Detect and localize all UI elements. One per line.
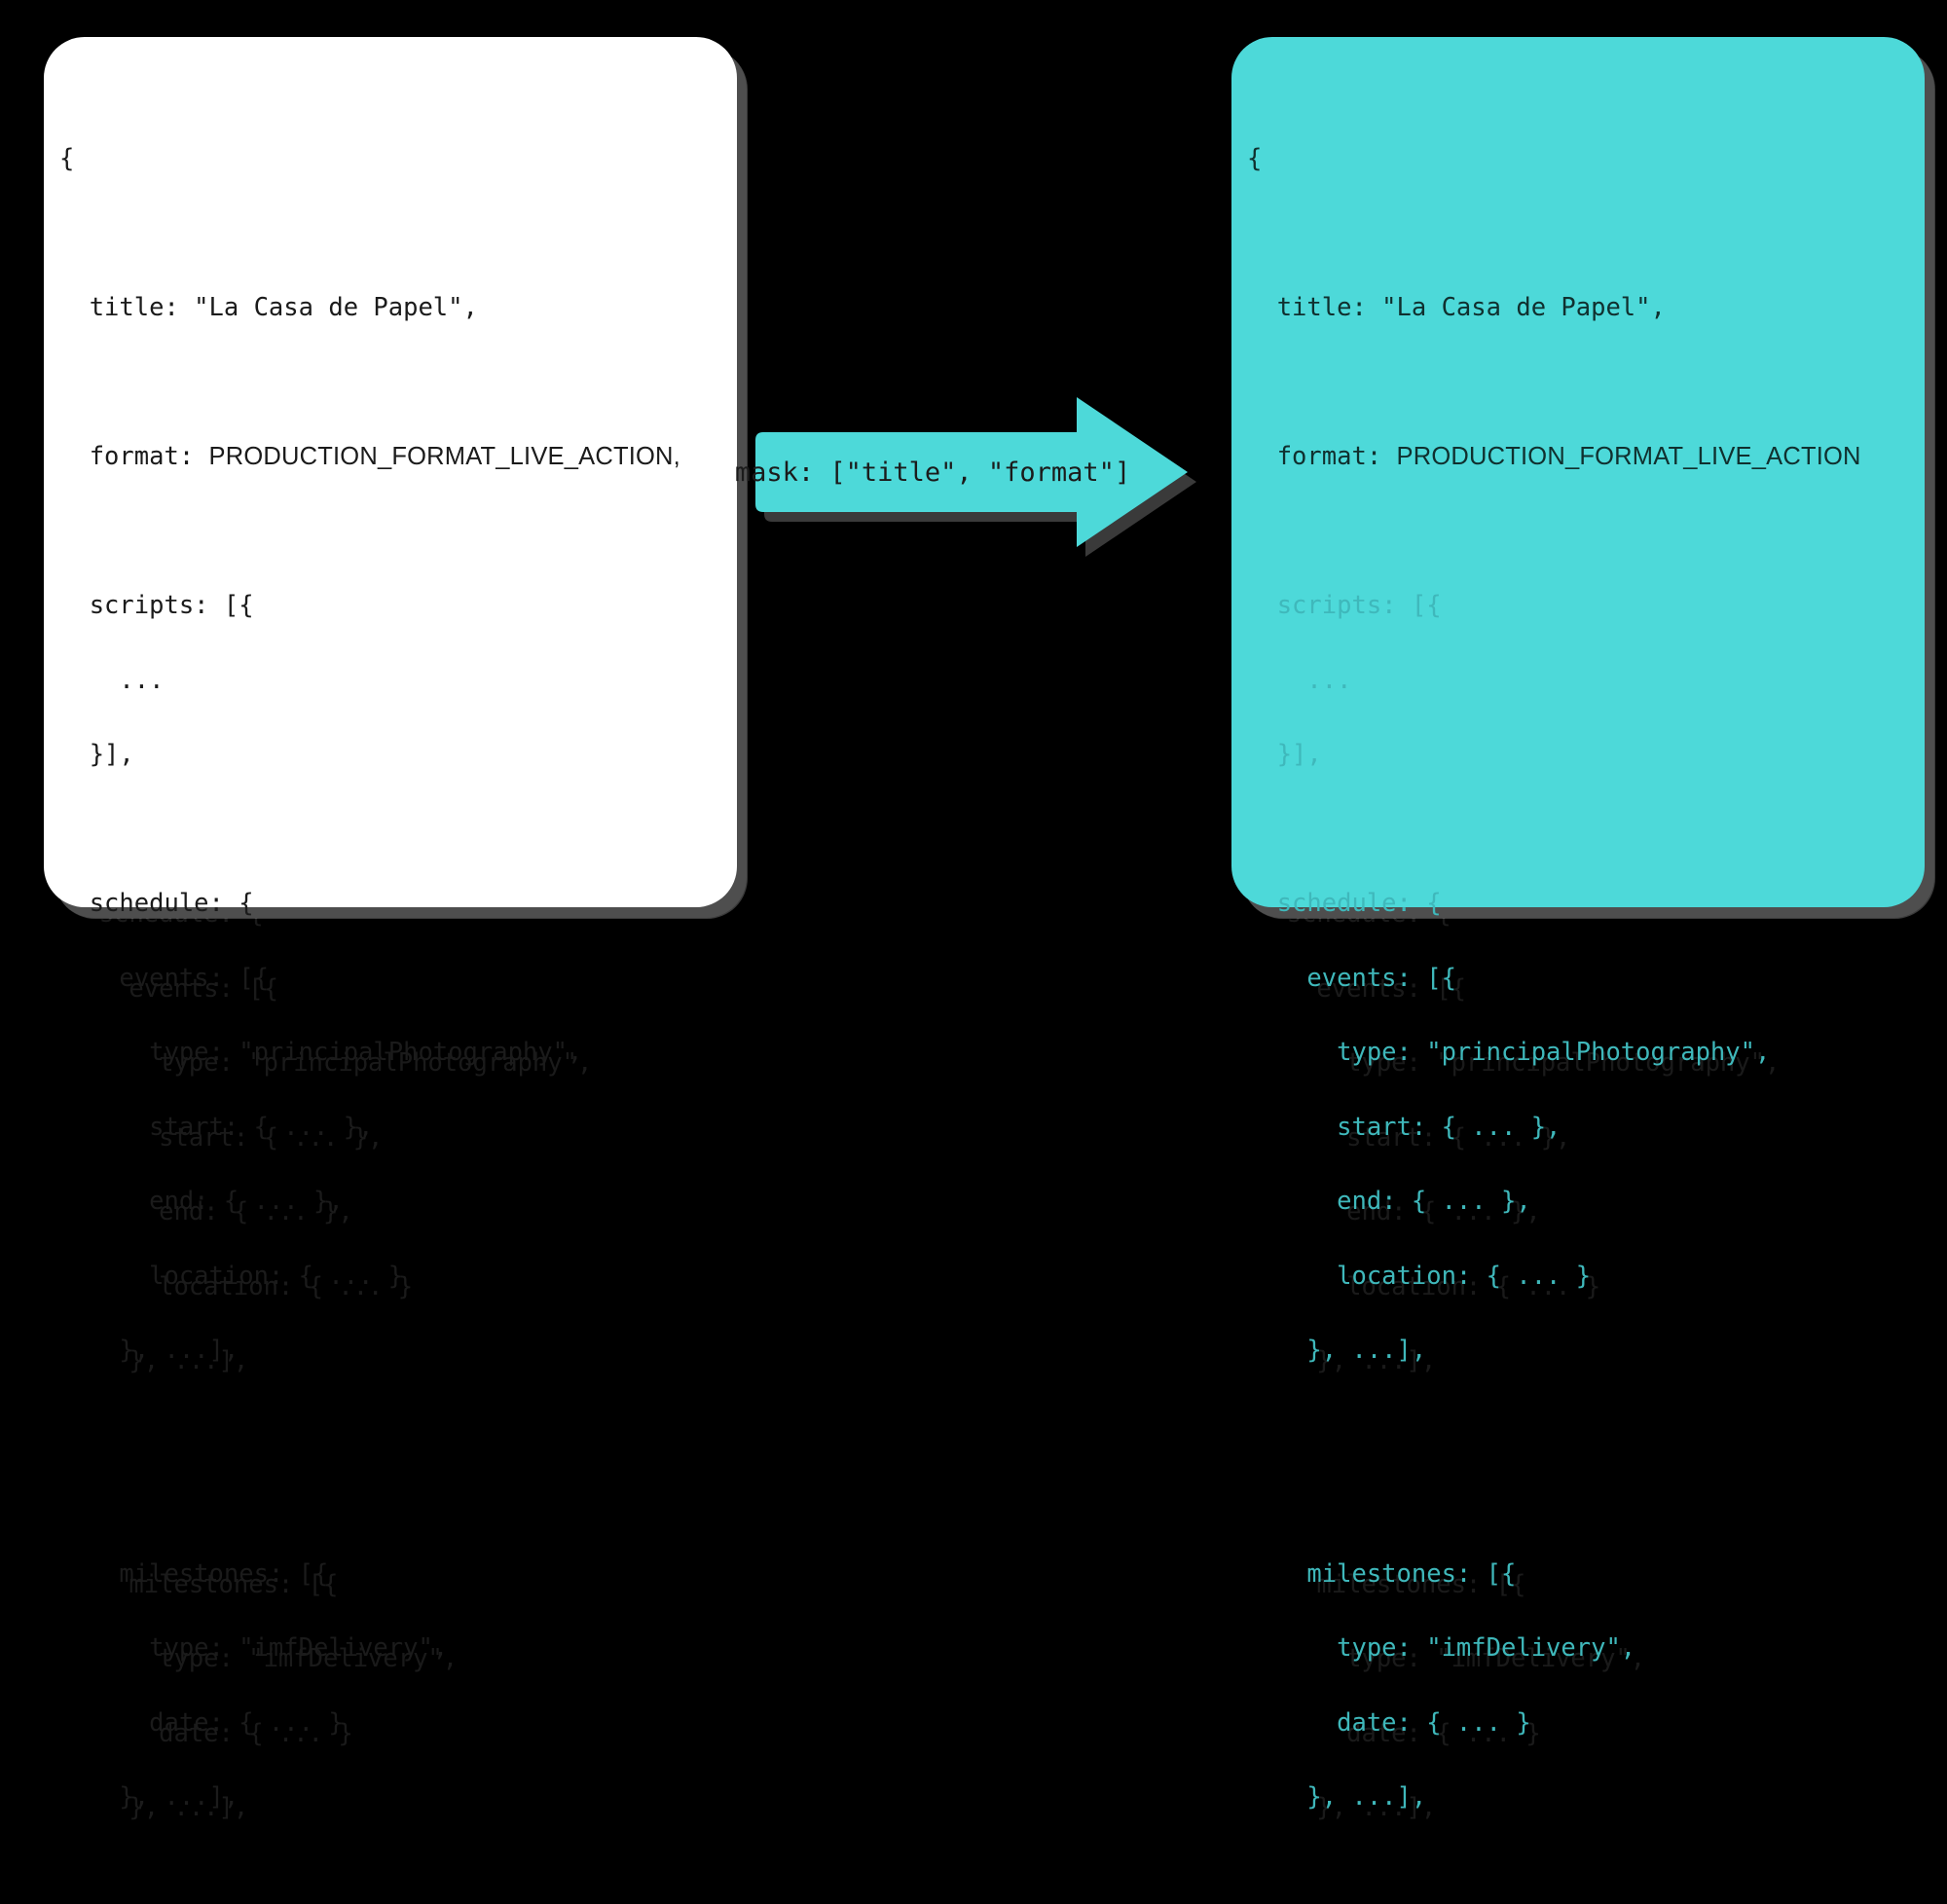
code-line-events-location: location: { ... }	[59, 1261, 404, 1291]
arrow-shape-icon	[755, 397, 1188, 547]
result-line-milestones-date: date: { ... }	[1247, 1707, 1531, 1738]
format-key: format:	[59, 442, 209, 471]
code-line-spacer	[59, 818, 737, 843]
code-line-milestones-open: milestones: [{	[59, 1558, 329, 1589]
code-line-spacer	[59, 520, 737, 545]
code-line-milestones-close: }, ...],	[59, 1782, 239, 1812]
code-line-events-type: type: "principalPhotography",	[59, 1038, 583, 1067]
result-line-open-brace: {	[1247, 144, 1263, 173]
diagram-canvas: { title: "La Casa de Papel", format: PRO…	[44, 37, 1935, 1810]
result-line-spacer	[1247, 222, 1925, 247]
result-line-format: format: PRODUCTION_FORMAT_LIVE_ACTION	[1247, 442, 1925, 471]
mask-arrow: mask: ["title", "format"]	[735, 389, 1196, 557]
result-line-spacer	[1247, 1487, 1925, 1513]
code-line-format: format: PRODUCTION_FORMAT_LIVE_ACTION,	[59, 442, 737, 471]
code-line-spacer	[59, 1860, 737, 1886]
code-line-scripts-open: scripts: [{	[59, 591, 254, 620]
result-line-milestones-open: milestones: [{	[1247, 1558, 1517, 1589]
code-line-schedule-open: schedule: {	[59, 889, 254, 918]
result-line-scripts-close: }],	[1247, 740, 1322, 769]
code-line-open-brace: {	[59, 144, 75, 173]
result-line-schedule-open: schedule: {	[1247, 889, 1442, 918]
result-line-scripts-open: scripts: [{	[1247, 591, 1442, 620]
code-line-spacer	[59, 371, 737, 396]
format-value: PRODUCTION_FORMAT_LIVE_ACTION,	[208, 443, 680, 470]
result-line-milestones-type: type: "imfDelivery",	[1247, 1633, 1636, 1663]
code-line-spacer	[59, 1487, 737, 1513]
result-format-key: format:	[1247, 442, 1397, 471]
result-line-events-start: start: { ... },	[1247, 1112, 1561, 1142]
result-line-events-close: }, ...],	[1247, 1336, 1427, 1365]
source-code-block: { title: "La Casa de Papel", format: PRO…	[44, 37, 737, 1809]
result-line-spacer	[1247, 371, 1925, 396]
result-line-milestones-close: }, ...],	[1247, 1782, 1427, 1812]
code-line-events-open: events: [{	[59, 963, 269, 993]
code-line-events-close: }, ...],	[59, 1336, 239, 1365]
result-line-events-end: end: { ... },	[1247, 1187, 1531, 1216]
code-line-spacer	[59, 1413, 737, 1439]
code-line-milestones-type: type: "imfDelivery",	[59, 1633, 449, 1663]
code-line-milestones-date: date: { ... }	[59, 1707, 344, 1738]
result-line-scripts-ellipsis: ...	[1247, 665, 1352, 695]
code-line-events-end: end: { ... },	[59, 1187, 344, 1216]
code-line-events-start: start: { ... },	[59, 1112, 374, 1142]
result-line-events-location: location: { ... }	[1247, 1261, 1592, 1291]
source-message-card: { title: "La Casa de Papel", format: PRO…	[44, 37, 737, 1810]
code-line-spacer	[59, 222, 737, 247]
code-line-scripts-ellipsis: ...	[59, 665, 165, 695]
masked-message-card: { title: "La Casa de Papel", format: PRO…	[1231, 37, 1925, 1810]
code-line-title: title: "La Casa de Papel",	[59, 293, 478, 322]
result-line-spacer	[1247, 520, 1925, 545]
result-line-events-open: events: [{	[1247, 963, 1456, 993]
result-line-spacer	[1247, 1413, 1925, 1439]
result-format-value: PRODUCTION_FORMAT_LIVE_ACTION	[1396, 443, 1861, 470]
result-line-title: title: "La Casa de Papel",	[1247, 293, 1666, 322]
code-line-scripts-close: }],	[59, 740, 134, 769]
result-code-block: { title: "La Casa de Papel", format: PRO…	[1231, 37, 1925, 1809]
result-line-spacer	[1247, 1860, 1925, 1886]
result-line-events-type: type: "principalPhotography",	[1247, 1038, 1771, 1067]
result-line-spacer	[1247, 818, 1925, 843]
